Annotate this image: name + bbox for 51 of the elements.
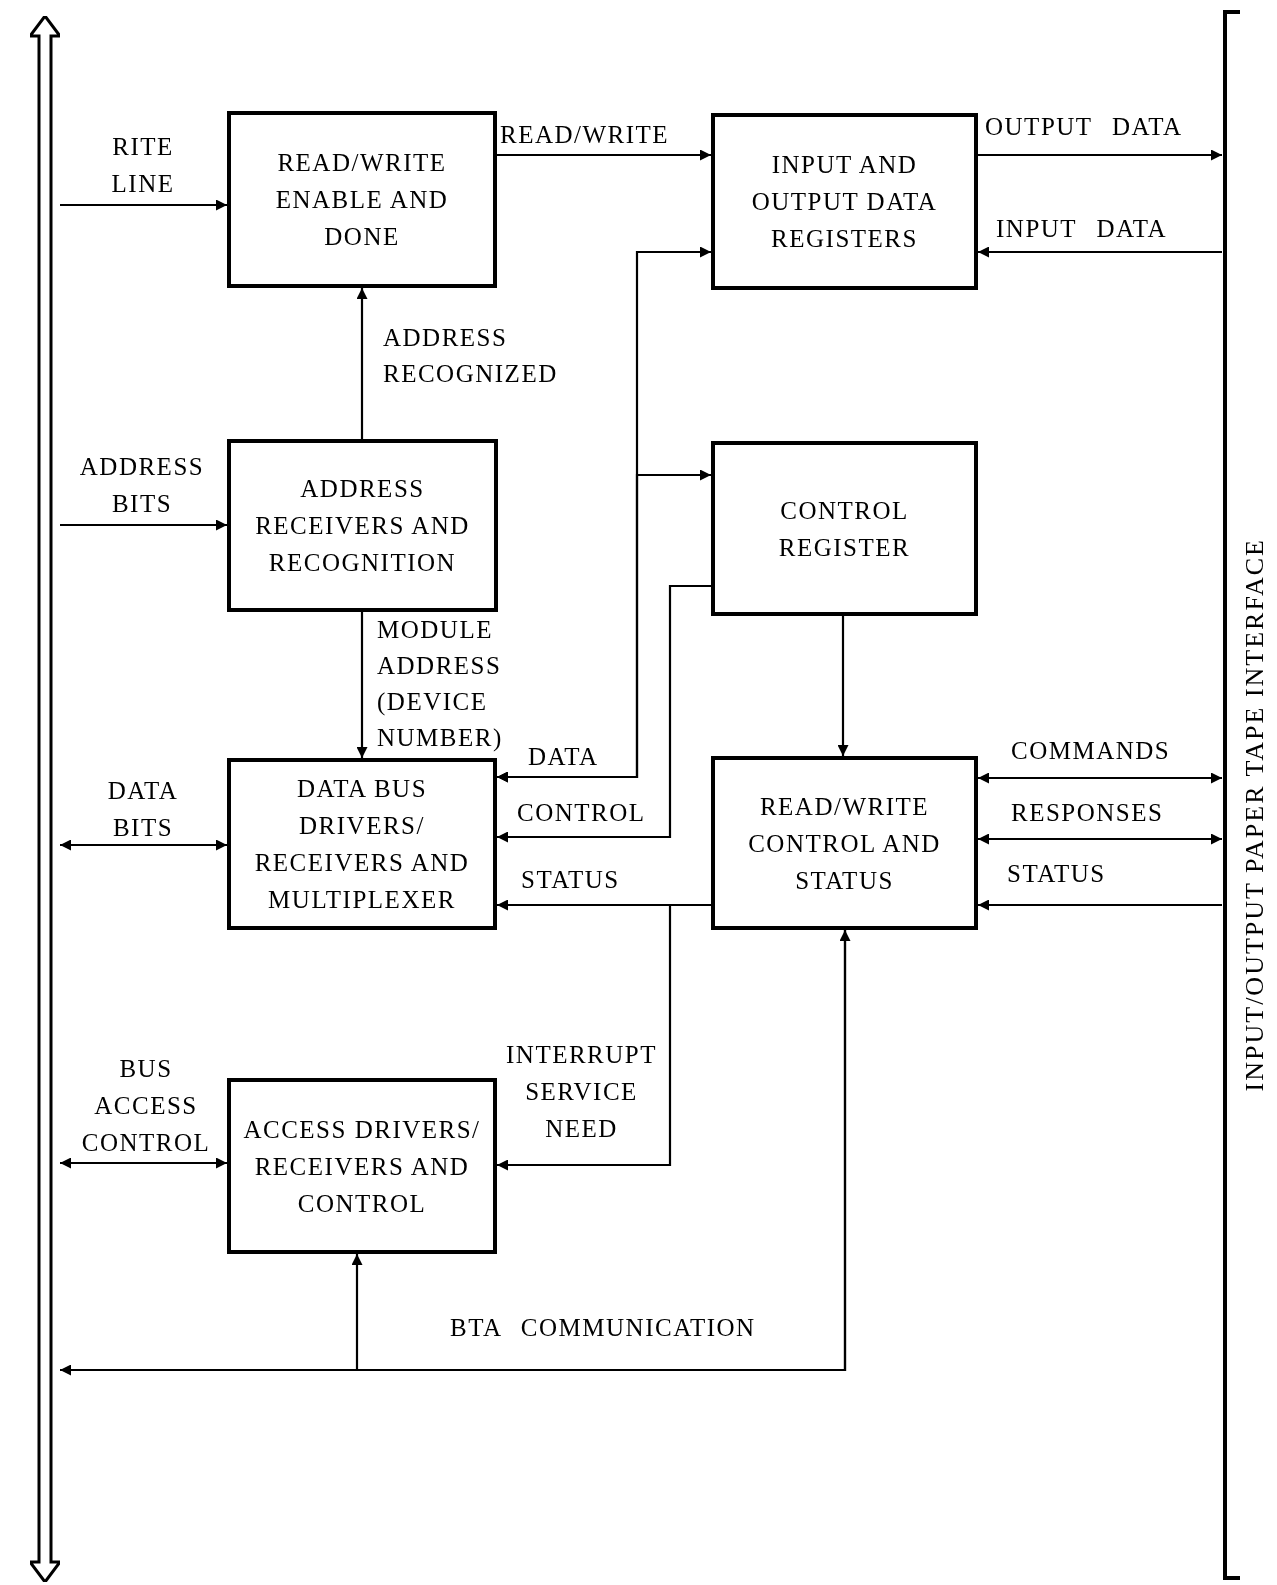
edge-label: ADDRESS RECOGNIZED xyxy=(383,323,559,389)
process-box xyxy=(711,441,978,616)
box-label: READ/WRITE CONTROL AND STATUS xyxy=(747,791,942,896)
edge-label: CONTROL xyxy=(517,798,646,828)
arrow xyxy=(978,772,1222,784)
edge-label: INTERRUPT SERVICE NEED xyxy=(505,1040,658,1144)
edge-label: COMMANDS xyxy=(1011,736,1171,766)
arrow xyxy=(837,616,849,756)
process-box xyxy=(711,113,978,290)
edge-label: OUTPUT DATA xyxy=(985,112,1183,142)
arrow xyxy=(497,469,711,783)
process-box xyxy=(711,756,978,930)
arrow xyxy=(60,1157,227,1169)
interface-label: INPUT/OUTPUT PAPER TAPE INTERFACE xyxy=(1238,538,1270,1092)
edge-label: STATUS xyxy=(521,865,620,895)
edge-label: MODULE ADDRESS (DEVICE NUMBER) xyxy=(377,615,504,753)
arrow xyxy=(60,519,227,531)
arrow xyxy=(497,903,711,1171)
box-label: CONTROL REGISTER xyxy=(777,495,912,563)
edge-label: DATA BITS xyxy=(106,776,180,843)
edge-label: DATA xyxy=(528,742,599,772)
arrow xyxy=(978,149,1222,161)
arrow xyxy=(356,288,368,439)
double-arrow-bus xyxy=(30,16,60,1582)
edge-label: RESPONSES xyxy=(1011,798,1164,828)
box-label: ACCESS DRIVERS/ RECEIVERS AND CONTROL xyxy=(242,1114,482,1219)
box-label: INPUT AND OUTPUT DATA REGISTERS xyxy=(750,150,939,254)
edge-label: READ/WRITE xyxy=(500,120,670,150)
arrow xyxy=(60,930,851,1376)
box-label: READ/WRITE ENABLE AND DONE xyxy=(274,148,450,252)
edge-label: ADDRESS BITS xyxy=(78,452,206,519)
process-box xyxy=(227,1078,497,1254)
arrow xyxy=(497,149,711,161)
edge-label: RITE LINE xyxy=(110,132,176,199)
process-box xyxy=(227,439,498,612)
arrow xyxy=(978,833,1222,845)
arrow xyxy=(60,199,227,211)
arrow xyxy=(351,930,847,1372)
box-label: DATA BUS DRIVERS/ RECEIVERS AND MULTIPLEXER xyxy=(253,774,471,915)
arrow xyxy=(978,899,1222,911)
arrow xyxy=(978,246,1222,258)
box-label: ADDRESS RECEIVERS AND RECOGNITION xyxy=(254,474,471,578)
arrow xyxy=(497,584,711,843)
edge-label: INPUT DATA xyxy=(996,214,1168,244)
edge-label: BUS ACCESS CONTROL xyxy=(80,1054,212,1158)
process-box xyxy=(227,111,497,288)
process-box xyxy=(227,758,497,930)
edge-label: BTA COMMUNICATION xyxy=(450,1313,756,1343)
arrow xyxy=(356,612,368,758)
arrow xyxy=(60,839,227,851)
edge-label: STATUS xyxy=(1007,859,1106,889)
